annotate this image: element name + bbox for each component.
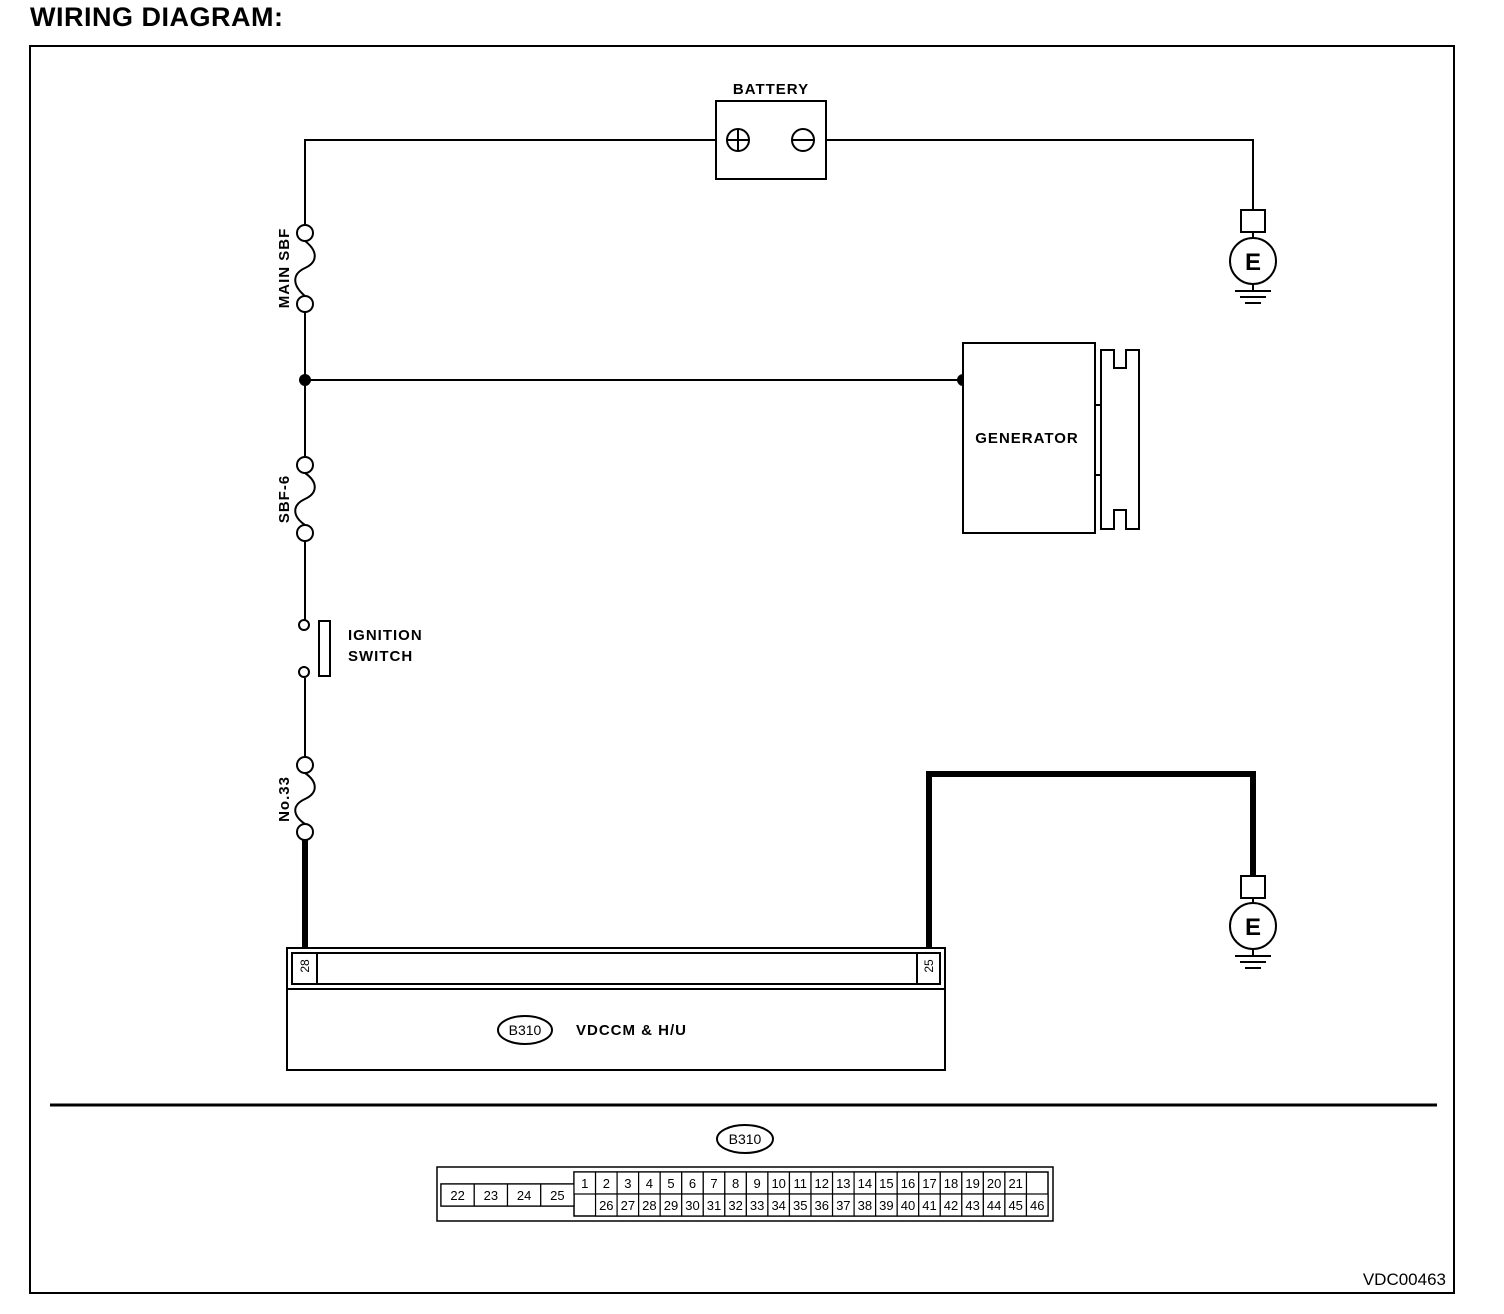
connector-pin-46: 46 [1030, 1198, 1044, 1213]
connector-pin-28: 28 [642, 1198, 656, 1213]
fuse-33-label: No.33 [276, 776, 293, 822]
connector-pin-20: 20 [987, 1176, 1001, 1191]
connector-pin-34: 34 [771, 1198, 785, 1213]
connector-pin-33: 33 [750, 1198, 764, 1213]
connector-pin-31: 31 [707, 1198, 721, 1213]
connector-pin-5: 5 [667, 1176, 674, 1191]
diagram-frame [29, 45, 1455, 1294]
connector-pin-6: 6 [689, 1176, 696, 1191]
connector-pin-25-cell [540, 1183, 575, 1207]
generator [962, 342, 1140, 534]
connector-pin-13: 13 [836, 1176, 850, 1191]
battery-plus-icon [726, 128, 750, 152]
vdccm-pin-28: 28 [298, 959, 312, 973]
connector-pin-3: 3 [624, 1176, 631, 1191]
connector-pin-42: 42 [944, 1198, 958, 1213]
figure-code: VDC00463 [1363, 1270, 1446, 1289]
connector-pin-23: 23 [484, 1188, 498, 1203]
fuse-33 [294, 756, 316, 841]
connector-view-badge [716, 1124, 774, 1154]
ground-bottom-icon [1229, 875, 1277, 969]
connector-pin-46-cell [1025, 1193, 1049, 1217]
connector-view-id: B310 [729, 1131, 762, 1147]
connector-pin-45: 45 [1008, 1198, 1022, 1213]
connector-pin-30: 30 [685, 1198, 699, 1213]
battery-label: BATTERY [733, 81, 809, 98]
sbf6-fuse [294, 456, 316, 542]
generator-label: GENERATOR [975, 430, 1078, 447]
page-title: WIRING DIAGRAM: [30, 2, 284, 32]
main-sbf-fuse [294, 224, 316, 313]
junction-dot [299, 374, 311, 386]
connector-pin-41: 41 [922, 1198, 936, 1213]
connector-pin-32: 32 [728, 1198, 742, 1213]
main-wire [304, 139, 1254, 757]
connector-left-pins: 22 23 24 25 [440, 1183, 575, 1207]
connector-pin-44: 44 [987, 1198, 1001, 1213]
connector-pin-39: 39 [879, 1198, 893, 1213]
ground-bottom-label: E [1245, 914, 1261, 941]
vdccm-label: VDCCM & H/U [576, 1022, 687, 1039]
connector-pin-9: 9 [754, 1176, 761, 1191]
ground-top-icon [1229, 209, 1277, 304]
vdccm-connector-badge [497, 1015, 553, 1045]
connector-pin-38: 38 [858, 1198, 872, 1213]
ignition-switch [298, 619, 331, 678]
connector-pin-17: 17 [922, 1176, 936, 1191]
connector-pin-7: 7 [710, 1176, 717, 1191]
ignition-switch-label-line1: IGNITION [348, 627, 423, 644]
connector-pin-8: 8 [732, 1176, 739, 1191]
connector-pin-43: 43 [965, 1198, 979, 1213]
ignition-switch-label-line2: SWITCH [348, 648, 413, 665]
connector-pin-1: 1 [581, 1176, 588, 1191]
connector-pin-26: 26 [599, 1198, 613, 1213]
connector-pin-40: 40 [901, 1198, 915, 1213]
sbf6-label: SBF-6 [276, 475, 293, 523]
vdccm-pin-25: 25 [922, 959, 936, 973]
connector-pin-22: 22 [450, 1188, 464, 1203]
connector-pin-25: 25 [550, 1188, 564, 1203]
connector-pin-27: 27 [621, 1198, 635, 1213]
connector-pin-24: 24 [517, 1188, 531, 1203]
connector-pin-4: 4 [646, 1176, 653, 1191]
connector-pin-16: 16 [901, 1176, 915, 1191]
vdccm-connector-id: B310 [509, 1022, 542, 1038]
connector-pin-36: 36 [815, 1198, 829, 1213]
connector-pin-11: 11 [793, 1176, 807, 1191]
battery-minus-icon [791, 128, 815, 152]
connector-pin-21: 21 [1008, 1176, 1022, 1191]
main-sbf-label: MAIN SBF [276, 228, 293, 309]
ground-top-label: E [1245, 249, 1261, 276]
connector-pin-35: 35 [793, 1198, 807, 1213]
battery: BATTERY [715, 81, 827, 180]
connector-pin-12: 12 [815, 1176, 829, 1191]
connector-pin-10: 10 [771, 1176, 785, 1191]
generator-pulley-icon [1100, 349, 1140, 530]
connector-pin-15: 15 [879, 1176, 893, 1191]
thick-wires [302, 771, 1256, 948]
vdccm-unit [286, 947, 946, 1071]
connector-bottom-row: 26 27 28 29 30 31 32 33 34 35 36 37 38 39 40 41 42 43 44 45… [594, 1193, 1049, 1217]
connector-pin-29: 29 [664, 1198, 678, 1213]
connector-pin-14: 14 [858, 1176, 872, 1191]
connector-pin-2: 2 [603, 1176, 610, 1191]
connector-pin-18: 18 [944, 1176, 958, 1191]
connector-pin-37: 37 [836, 1198, 850, 1213]
connector-pin-19: 19 [965, 1176, 979, 1191]
